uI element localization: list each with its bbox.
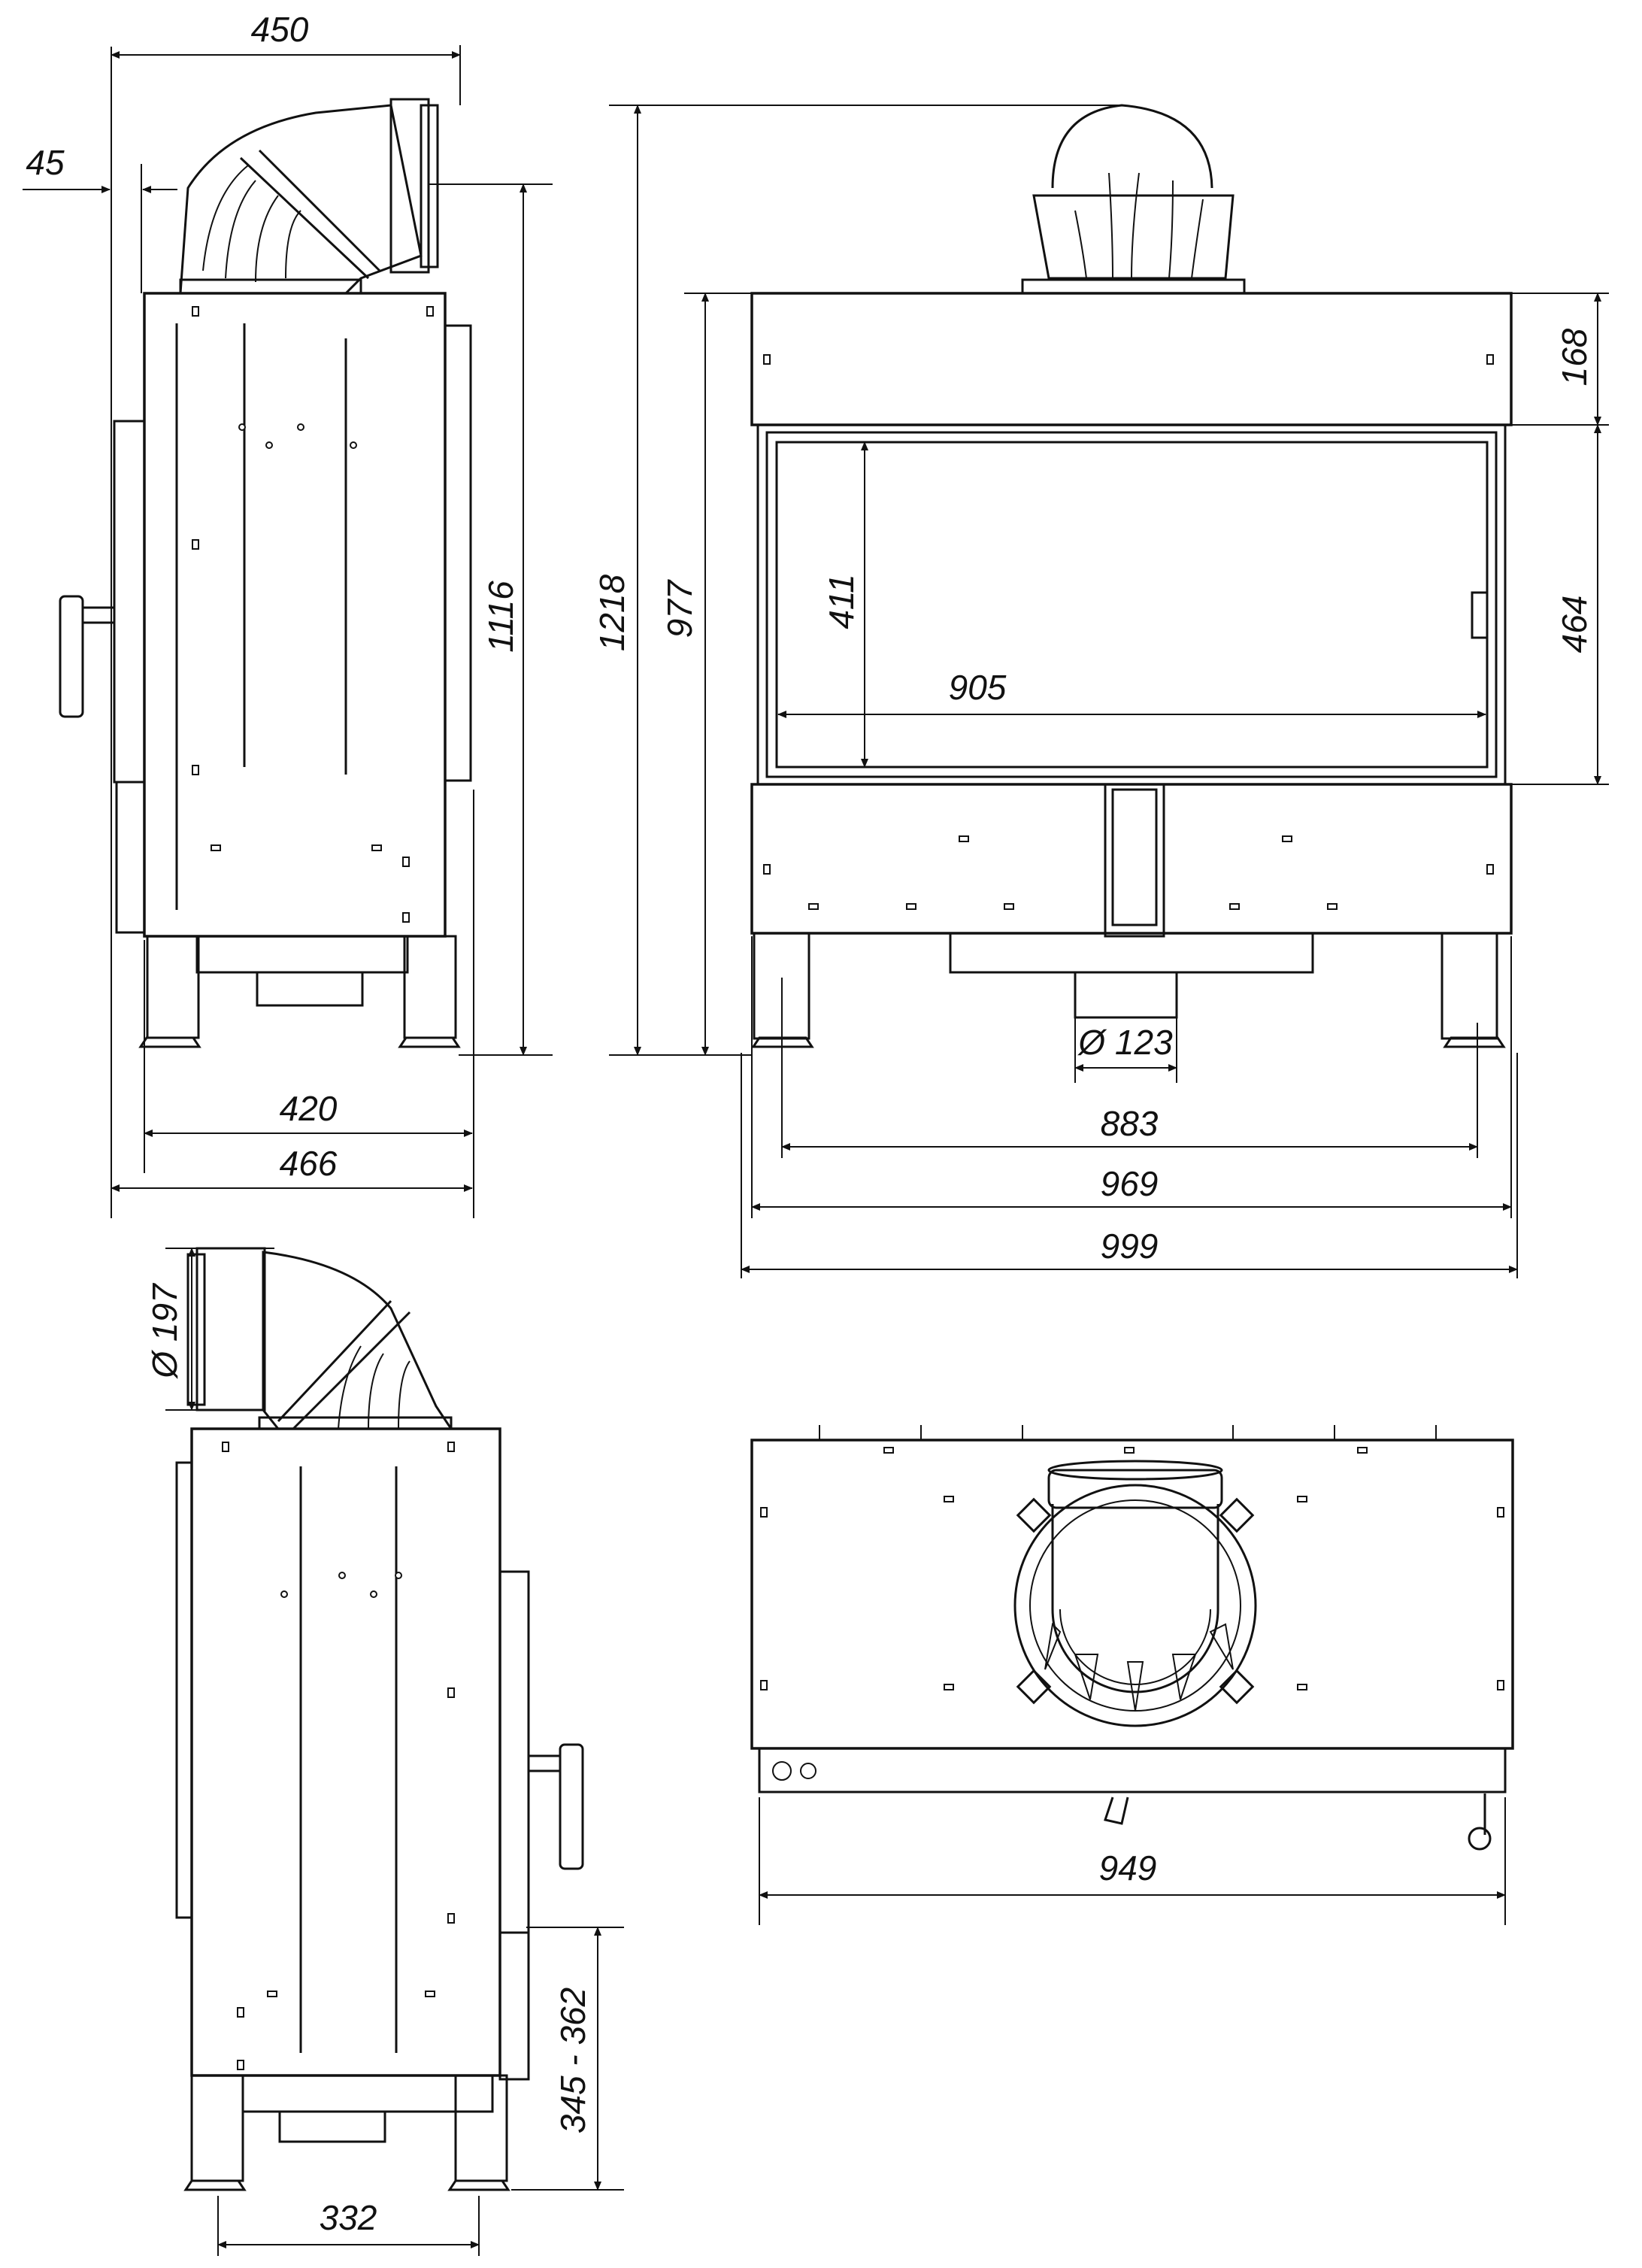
side-view-bottom: Ø 197 345 - 362 332 (145, 1247, 624, 2256)
dim-1116: 1116 (481, 581, 520, 653)
dim-1218: 1218 (592, 574, 632, 651)
dim-464: 464 (1555, 596, 1594, 653)
dim-999: 999 (1101, 1226, 1159, 1266)
side-view-top: 450 45 1116 420 466 (23, 10, 553, 1218)
top-view: 949 (750, 1425, 1514, 1925)
dim-905: 905 (949, 668, 1007, 707)
dim-969: 969 (1101, 1164, 1159, 1203)
dim-197: Ø 197 (145, 1283, 184, 1380)
dim-168: 168 (1555, 328, 1594, 386)
front-view: 1218 977 168 464 411 905 Ø 123 883 969 9… (592, 104, 1609, 1278)
dim-949: 949 (1099, 1848, 1157, 1887)
dim-123: Ø 123 (1077, 1023, 1173, 1062)
dim-345-362: 345 - 362 (553, 1988, 592, 2133)
dim-977: 977 (660, 579, 699, 638)
dim-45: 45 (26, 143, 65, 182)
dim-332: 332 (320, 2198, 377, 2237)
dim-450: 450 (251, 10, 309, 49)
dim-466: 466 (280, 1144, 338, 1183)
dim-883: 883 (1101, 1104, 1159, 1143)
dim-411: 411 (822, 574, 861, 629)
dim-420: 420 (280, 1089, 338, 1128)
